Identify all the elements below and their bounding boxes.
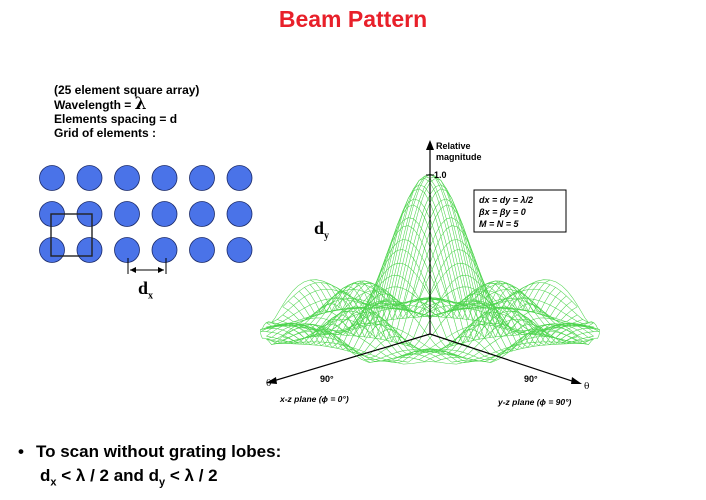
right-theta-label: θ bbox=[584, 382, 589, 392]
mesh-line bbox=[260, 330, 425, 362]
z-axis-label-2: magnitude bbox=[436, 152, 482, 162]
array-description: (25 element square array) Wavelength = λ… bbox=[54, 83, 199, 140]
mesh-line bbox=[358, 286, 578, 345]
mesh-line bbox=[282, 274, 512, 357]
lambda-symbol: λ bbox=[134, 94, 147, 114]
array-element bbox=[76, 237, 103, 263]
element-grid-diagram bbox=[39, 165, 253, 274]
dx-dimension bbox=[127, 258, 167, 274]
array-element bbox=[189, 237, 215, 263]
array-desc-line1: (25 element square array) bbox=[54, 83, 200, 97]
array-element bbox=[114, 237, 140, 263]
array-element bbox=[189, 165, 215, 191]
xz-plane-label: x-z plane (ϕ = 0°) bbox=[279, 394, 349, 404]
mesh-line bbox=[266, 338, 398, 364]
beam-pattern-mesh bbox=[260, 173, 600, 365]
array-element bbox=[226, 237, 253, 263]
array-element bbox=[76, 165, 103, 191]
dy-label: dy bbox=[314, 218, 330, 242]
z-axis-tick-1: 1.0 bbox=[434, 170, 447, 180]
mesh-line bbox=[348, 262, 578, 345]
mesh-line bbox=[337, 217, 567, 346]
mesh-line bbox=[424, 289, 600, 332]
array-element bbox=[151, 165, 178, 191]
params-box: dx = dy = λ/2 βx = βy = 0 M = N = 5 bbox=[473, 189, 567, 233]
array-element bbox=[189, 201, 215, 227]
mesh-line bbox=[380, 302, 589, 342]
dx-label: dx bbox=[138, 278, 154, 302]
left-theta-label: θ bbox=[266, 379, 271, 389]
mesh-line bbox=[342, 239, 572, 345]
left-angle-label: 90° bbox=[320, 374, 334, 384]
yz-plane-label: y-z plane (ϕ = 90°) bbox=[497, 397, 572, 407]
mesh-line bbox=[309, 177, 540, 349]
param-line-2: βx = βy = 0 bbox=[478, 207, 526, 217]
mesh-line bbox=[266, 336, 387, 362]
mesh-line bbox=[326, 184, 556, 346]
z-axis-label-1: Relative bbox=[436, 141, 471, 151]
mesh-line bbox=[282, 282, 349, 307]
mesh-line bbox=[288, 249, 518, 355]
array-desc-line2: Wavelength = λ bbox=[54, 94, 147, 114]
param-line-3: M = N = 5 bbox=[479, 219, 520, 229]
array-desc-line3: Elements spacing = d bbox=[54, 112, 178, 126]
mesh-line bbox=[364, 303, 583, 344]
array-element bbox=[39, 165, 65, 191]
mesh-line bbox=[266, 310, 442, 360]
param-line-1: dx = dy = λ/2 bbox=[479, 195, 533, 205]
mesh-line bbox=[293, 217, 523, 346]
array-element bbox=[39, 237, 65, 263]
mesh-line bbox=[266, 335, 409, 363]
mesh-line bbox=[511, 282, 578, 307]
right-angle-label: 90° bbox=[524, 374, 538, 384]
page-title: Beam Pattern bbox=[278, 6, 428, 32]
array-element bbox=[114, 165, 140, 191]
array-element bbox=[114, 201, 140, 227]
bullet-point: •To scan without grating lobes: bbox=[18, 442, 282, 461]
unit-cell-box bbox=[50, 213, 93, 257]
mesh-line bbox=[462, 302, 594, 328]
mesh-line bbox=[271, 328, 371, 363]
mesh-rim bbox=[260, 279, 600, 365]
mesh-line bbox=[331, 198, 562, 346]
plot-axes bbox=[266, 140, 582, 384]
mesh-line bbox=[304, 188, 534, 350]
mesh-line bbox=[419, 282, 594, 332]
array-element bbox=[226, 201, 253, 227]
mesh-line bbox=[260, 319, 436, 362]
bullet-dot: • bbox=[18, 442, 24, 461]
mesh-line bbox=[320, 175, 551, 347]
grating-lobe-condition: dx < λ / 2 and dy < λ / 2 bbox=[40, 466, 218, 489]
mesh-line bbox=[266, 306, 452, 363]
array-element bbox=[151, 237, 178, 263]
mesh-line bbox=[293, 225, 523, 354]
array-element bbox=[151, 201, 178, 227]
mesh-line bbox=[369, 304, 589, 345]
beam-pattern-plot: Relative magnitude 1.0 dx = dy = λ/2 βx … bbox=[260, 140, 600, 407]
array-desc-line4: Grid of elements : bbox=[54, 126, 157, 140]
mesh-line bbox=[282, 324, 349, 349]
mesh-line bbox=[298, 204, 529, 352]
array-element bbox=[226, 165, 253, 191]
